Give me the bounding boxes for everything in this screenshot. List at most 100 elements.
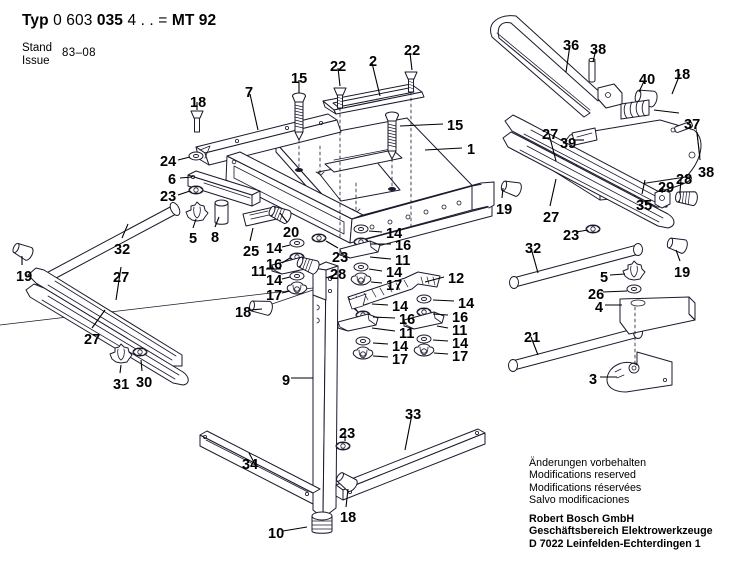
company-name: Robert Bosch GmbH: [529, 513, 635, 526]
part-callout-28: 28: [676, 172, 693, 188]
typ-equals: =: [158, 12, 168, 29]
part-callout-20: 20: [283, 225, 300, 241]
part-callout-11: 11: [452, 323, 468, 339]
page-title: Typ 0 603 035 4 . . = MT 92: [22, 12, 216, 30]
part-17-wingnut-a: [286, 281, 308, 295]
part-22-bolt-b: [404, 71, 418, 93]
part-callout-27: 27: [542, 127, 559, 143]
part-4-bracket: [619, 296, 696, 335]
part-17-wingnut-d: [413, 343, 435, 357]
part-14-washer-d1: [416, 294, 432, 304]
part-18-screw-a: [190, 110, 204, 133]
part-callout-22: 22: [330, 59, 347, 75]
part-callout-23: 23: [160, 189, 177, 205]
part-callout-9: 9: [282, 373, 291, 389]
part-5-knob-a: [185, 201, 209, 222]
part-callout-28: 28: [330, 267, 347, 283]
part-callout-17: 17: [386, 278, 403, 294]
part-19-screw-right-a: [500, 180, 522, 197]
part-callout-18: 18: [674, 67, 691, 83]
part-14-washer-b1: [353, 224, 369, 234]
issue-labels: Stand Issue: [22, 42, 52, 68]
part-callout-14: 14: [452, 336, 469, 352]
part-callout-12: 12: [448, 271, 465, 287]
part-11-clamp-c: [337, 313, 379, 332]
part-callout-36: 36: [563, 38, 580, 54]
part-23-locknut-c: [311, 233, 327, 243]
footer-line-en: Modifications reserved: [529, 469, 636, 482]
part-callout-1: 1: [467, 142, 476, 158]
issue-label: Issue: [22, 55, 50, 67]
part-callout-23: 23: [339, 426, 356, 442]
part-callout-11: 11: [251, 264, 267, 280]
part-callout-24: 24: [160, 154, 177, 170]
leg-top-bracket: [312, 267, 327, 301]
part-callout-27: 27: [113, 270, 130, 286]
part-callout-14: 14: [458, 296, 475, 312]
part-5-knob-b: [622, 260, 646, 281]
part-callout-16: 16: [452, 310, 469, 326]
footer-line-de: Änderungen vorbehalten: [529, 457, 647, 469]
part-callout-22: 22: [404, 43, 421, 59]
company-address: D 7022 Leinfelden-Echterdingen 1: [529, 537, 701, 550]
part-callout-14: 14: [392, 299, 409, 315]
part-19-screw-right-b: [666, 237, 688, 254]
part-9-leg: [312, 261, 339, 519]
stand-label: Stand: [22, 42, 53, 54]
part-32-tube-right: [509, 243, 643, 289]
part-callout-19: 19: [674, 265, 691, 281]
part-23-locknut-b: [335, 441, 351, 451]
part-callout-11: 11: [399, 326, 415, 342]
part-callout-35: 35: [636, 198, 653, 214]
part-23-locknut-a: [188, 185, 204, 195]
part-callout-27: 27: [84, 332, 101, 348]
part-callout-29: 29: [658, 180, 675, 196]
part-37-spring: [620, 99, 650, 120]
typ-number-a: 0 603: [53, 12, 93, 29]
part-callout-19: 19: [496, 202, 513, 218]
part-28-screw-right: [674, 189, 699, 207]
part-27-frame-lower-left: [25, 283, 189, 386]
part-callout-4: 4: [595, 300, 604, 316]
part-callout-14: 14: [392, 339, 409, 355]
part-callout-21: 21: [524, 330, 541, 346]
part-callout-6: 6: [168, 172, 177, 188]
part-34-brace: [199, 430, 321, 505]
part-17-wingnut-b: [350, 272, 372, 286]
table-right-end-bracket: [471, 181, 495, 211]
part-38-pin-b: [674, 121, 693, 133]
part-callout-32: 32: [114, 242, 131, 258]
part-callout-14: 14: [266, 241, 283, 257]
part-callout-33: 33: [405, 407, 422, 423]
part-callout-14: 14: [266, 273, 283, 289]
part-23-locknut-d: [585, 224, 601, 234]
part-callout-26: 26: [588, 287, 605, 303]
part-24-washer: [188, 151, 204, 161]
company-division: Geschäftsbereich Elektrowerkzeuge: [529, 525, 713, 538]
typ-label: Typ: [22, 12, 49, 29]
part-callout-23: 23: [332, 250, 349, 266]
part-callout-27: 27: [543, 210, 560, 226]
part-callout-15: 15: [447, 118, 464, 134]
typ-number-b: 035: [96, 12, 124, 29]
part-2-insert-strip: [322, 83, 425, 115]
part-14-washer-b2: [353, 262, 369, 272]
part-callout-17: 17: [266, 288, 283, 304]
part-callout-25: 25: [243, 244, 260, 260]
part-3-pivot-plate: [606, 351, 673, 393]
part-callout-17: 17: [452, 349, 469, 365]
part-27-frame-upper-left: [27, 267, 183, 367]
part-callout-37: 37: [684, 117, 701, 133]
part-2-seated-plate: [324, 148, 403, 173]
part-callout-38: 38: [590, 42, 607, 58]
part-callout-38: 38: [698, 165, 715, 181]
part-callout-10: 10: [268, 526, 285, 542]
footer-notice: Änderungen vorbehalten Modifications res…: [529, 457, 713, 550]
part-callout-18: 18: [190, 95, 207, 111]
footer-line-es: Salvo modificaciones: [529, 493, 630, 506]
part-callout-5: 5: [600, 270, 609, 286]
typ-number-c: 4 . .: [127, 12, 154, 29]
part-callout-19: 19: [16, 269, 33, 285]
